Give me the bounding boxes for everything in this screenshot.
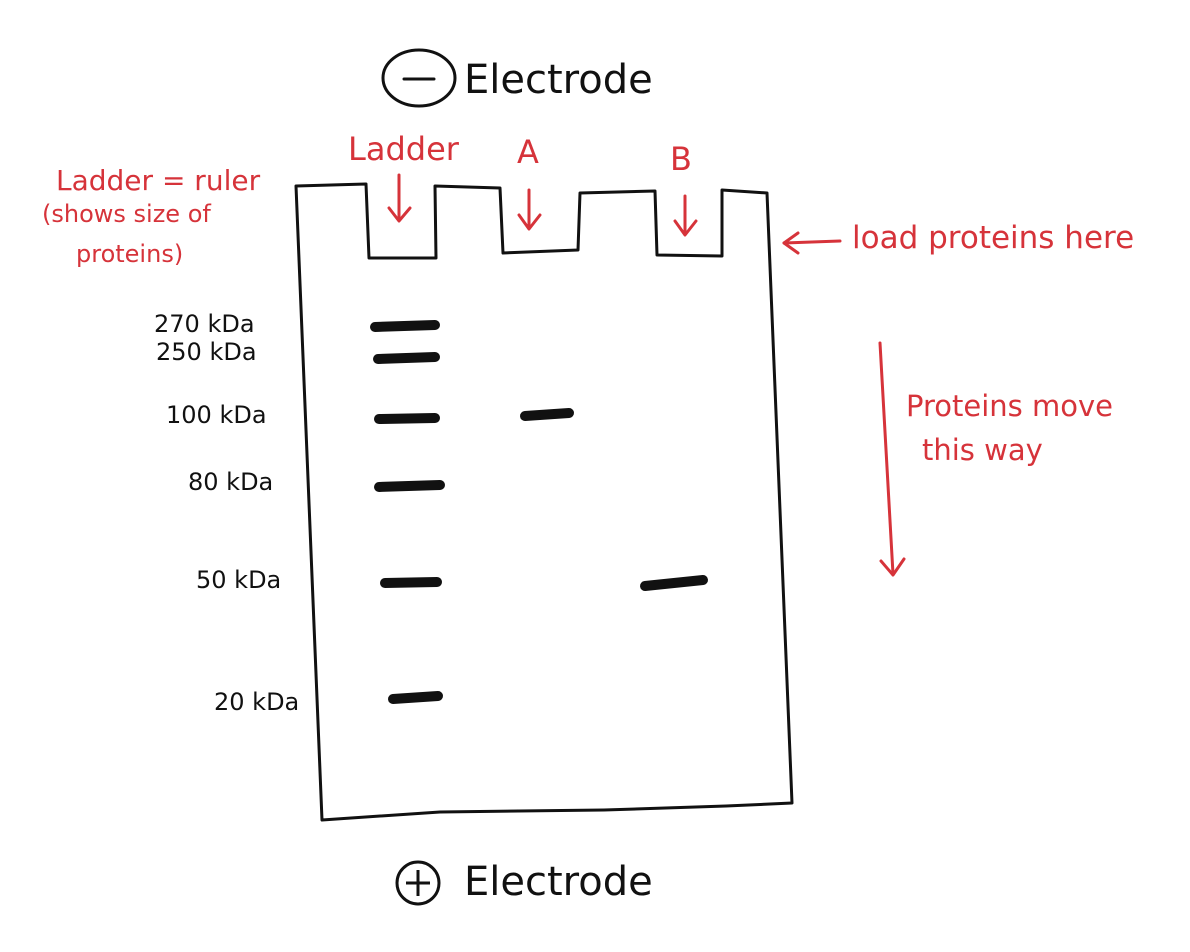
bottom-electrode-label: Electrode <box>464 859 653 905</box>
ladder-band-20 <box>388 691 443 704</box>
arrow-down-icon-ladder <box>387 173 412 223</box>
marker-label-270: 270 kDa <box>154 310 255 338</box>
lane-a-band <box>520 408 574 421</box>
lane-label-a: A <box>517 133 539 171</box>
arrow-left-icon-load <box>782 231 842 255</box>
top-electrode-label: Electrode <box>464 57 653 103</box>
arrow-down-icon-a <box>517 188 542 231</box>
marker-label-20: 20 kDa <box>214 688 299 716</box>
lane-b-band <box>640 575 708 591</box>
ladder-band-50 <box>380 577 442 588</box>
ladder-note-line2: (shows size of <box>42 200 211 228</box>
marker-label-100: 100 kDa <box>166 401 267 429</box>
ladder-band-270 <box>370 320 440 332</box>
plus-circle-icon <box>395 860 441 906</box>
minus-circle-icon <box>381 48 457 108</box>
ladder-band-100 <box>374 413 440 424</box>
marker-label-50: 50 kDa <box>196 566 281 594</box>
lane-label-b: B <box>670 140 692 178</box>
ladder-band-80 <box>374 480 445 492</box>
load-note: load proteins here <box>852 220 1134 256</box>
ladder-note-line3: proteins) <box>76 240 183 268</box>
lane-label-ladder: Ladder <box>348 130 460 168</box>
bottom-electrode: Electrode <box>395 859 653 906</box>
arrow-down-icon-b <box>673 194 698 237</box>
ladder-band-250 <box>373 352 440 364</box>
move-note-line2: this way <box>922 433 1043 467</box>
gel-outline <box>294 182 794 822</box>
marker-label-250: 250 kDa <box>156 338 257 366</box>
marker-label-80: 80 kDa <box>188 468 273 496</box>
move-note-line1: Proteins move <box>906 389 1113 423</box>
ladder-note-line1: Ladder = ruler <box>56 164 261 197</box>
arrow-down-icon-migration <box>878 341 906 577</box>
top-electrode: Electrode <box>381 48 653 108</box>
